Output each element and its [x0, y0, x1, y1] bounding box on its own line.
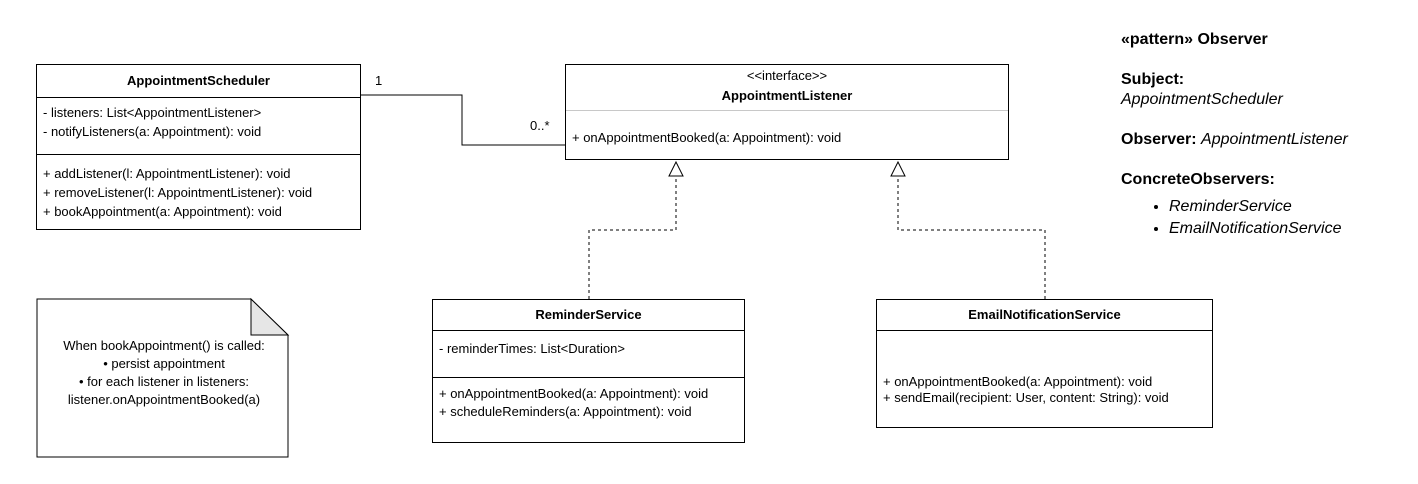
pattern-label: «pattern» Observer [1121, 31, 1268, 48]
class-name: AppointmentListener [721, 88, 853, 103]
attribute: - reminderTimes: List<Duration> [439, 341, 625, 356]
note-shape [36, 298, 289, 458]
concrete-observers-list: ReminderService EmailNotificationService [1121, 196, 1348, 240]
observer-label: Observer: [1121, 131, 1197, 148]
method: + bookAppointment(a: Appointment): void [43, 204, 282, 219]
association-line [361, 94, 565, 146]
note-line: • for each listener in listeners: [78, 374, 249, 389]
note-line: • persist appointment [103, 356, 225, 371]
source-multiplicity: 1 [375, 73, 383, 88]
note-fold-corner [250, 297, 290, 336]
note-line: When bookAppointment() is called: [63, 338, 265, 353]
note-line: listener.onAppointmentBooked(a) [67, 392, 261, 407]
attributes-section [877, 330, 1212, 366]
attributes-section: - reminderTimes: List<Duration> [433, 330, 744, 377]
subject-value: AppointmentScheduler [1121, 91, 1283, 108]
method: + sendEmail(recipient: User, content: St… [883, 390, 1169, 405]
methods-section: + onAppointmentBooked(a: Appointment): v… [566, 110, 1008, 147]
methods-section: + addListener(l: AppointmentListener): v… [37, 154, 360, 221]
method: + scheduleReminders(a: Appointment): voi… [439, 404, 692, 419]
method: + onAppointmentBooked(a: Appointment): v… [572, 130, 842, 145]
class-name: AppointmentScheduler [126, 73, 270, 88]
target-multiplicity: 0..* [530, 118, 550, 133]
concrete-observer-item: EmailNotificationService [1169, 218, 1348, 240]
class-appointment-scheduler[interactable]: AppointmentScheduler - listeners: List<A… [36, 64, 361, 230]
attributes-section: - listeners: List<AppointmentListener> -… [37, 97, 360, 154]
methods-section: + onAppointmentBooked(a: Appointment): v… [877, 366, 1212, 406]
class-name: EmailNotificationService [968, 307, 1121, 322]
class-reminder-service[interactable]: ReminderService - reminderTimes: List<Du… [432, 299, 745, 443]
pattern-legend: «pattern» Observer Subject: AppointmentS… [1121, 30, 1348, 240]
attribute: - notifyListeners(a: Appointment): void [43, 124, 262, 139]
class-email-notification-service[interactable]: EmailNotificationService + onAppointment… [876, 299, 1213, 428]
method: + removeListener(l: AppointmentListener)… [43, 185, 313, 200]
method: + onAppointmentBooked(a: Appointment): v… [883, 374, 1153, 389]
realization-line-reminder [588, 176, 677, 299]
interface-appointment-listener[interactable]: <<interface>> AppointmentListener + onAp… [565, 64, 1009, 160]
note: When bookAppointment() is called: • pers… [40, 337, 288, 409]
realization-arrowhead-email [890, 160, 906, 177]
realization-arrowhead-reminder [668, 160, 684, 177]
subject-label: Subject: [1121, 71, 1185, 88]
concrete-observer-item: ReminderService [1169, 196, 1348, 218]
methods-section: + onAppointmentBooked(a: Appointment): v… [433, 377, 744, 421]
concrete-observers-label: ConcreteObservers: [1121, 171, 1275, 188]
attribute: - listeners: List<AppointmentListener> [43, 105, 262, 120]
method: + addListener(l: AppointmentListener): v… [43, 166, 291, 181]
stereotype: <<interface>> [746, 68, 828, 83]
method: + onAppointmentBooked(a: Appointment): v… [439, 386, 709, 401]
observer-value: AppointmentListener [1201, 131, 1348, 148]
realization-line-email [897, 176, 1046, 299]
class-name: ReminderService [535, 307, 642, 322]
